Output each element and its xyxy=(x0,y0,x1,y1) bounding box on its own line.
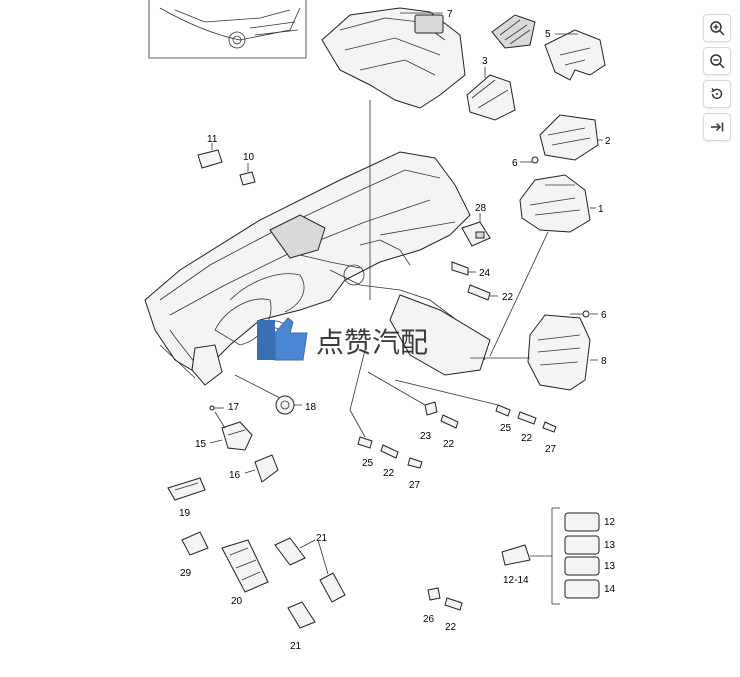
callout-21a: 21 xyxy=(316,533,328,544)
part-4 xyxy=(491,14,536,49)
callout-8: 8 xyxy=(601,356,607,367)
part-15 xyxy=(209,411,253,451)
zoom-out-button[interactable] xyxy=(703,47,731,75)
callout-15: 15 xyxy=(195,439,207,450)
part-16 xyxy=(244,454,279,483)
callout-25a: 25 xyxy=(500,423,512,434)
part-20 xyxy=(221,539,269,593)
part-7 xyxy=(321,7,466,109)
callout-13a: 13 xyxy=(604,540,616,551)
callout-22a: 22 xyxy=(502,292,514,303)
part-24 xyxy=(451,261,476,276)
callout-6a: 6 xyxy=(512,158,518,169)
watermark-text: 点赞汽配 xyxy=(316,326,428,359)
arrow-right-to-bar-icon xyxy=(711,122,724,132)
rotate-button[interactable] xyxy=(703,80,731,108)
fasteners xyxy=(349,100,557,611)
callout-1: 1 xyxy=(598,204,604,215)
callout-24: 24 xyxy=(479,268,491,279)
callout-29: 29 xyxy=(180,568,192,579)
part-29 xyxy=(181,531,209,556)
callout-27b: 27 xyxy=(409,480,421,491)
callout-23: 23 xyxy=(420,431,432,442)
part-19 xyxy=(167,477,206,501)
part-21 xyxy=(274,537,346,629)
callout-21b: 21 xyxy=(290,641,302,652)
part-28 xyxy=(461,213,491,247)
part-5 xyxy=(544,29,606,81)
part-2 xyxy=(539,114,603,161)
callout-labels: 7 5 3 2 6 1 28 24 22 6 8 11 10 17 18 15 … xyxy=(179,9,616,652)
rotate-icon xyxy=(711,88,723,100)
callout-22e: 22 xyxy=(445,622,457,633)
zoom-in-icon xyxy=(710,21,725,36)
callout-2: 2 xyxy=(605,136,611,147)
part-22-center xyxy=(467,284,498,301)
next-button[interactable] xyxy=(703,113,731,141)
part-6-screws xyxy=(520,156,598,318)
watermark: 点赞汽配 xyxy=(257,317,428,361)
callout-22c: 22 xyxy=(521,433,533,444)
part-10 xyxy=(239,163,256,186)
callout-11: 11 xyxy=(207,134,218,145)
callout-14: 14 xyxy=(604,584,616,595)
viewer-toolbar xyxy=(703,14,733,146)
callout-22d: 22 xyxy=(383,468,395,479)
callout-3: 3 xyxy=(482,56,488,67)
callout-5: 5 xyxy=(545,29,551,40)
callout-19: 19 xyxy=(179,508,191,519)
callout-10: 10 xyxy=(243,152,255,163)
callout-28: 28 xyxy=(475,203,487,214)
zoom-out-icon xyxy=(710,54,725,69)
callout-22b: 22 xyxy=(443,439,455,450)
callout-26: 26 xyxy=(423,614,435,625)
callout-13b: 13 xyxy=(604,561,616,572)
callout-25b: 25 xyxy=(362,458,374,469)
part-11 xyxy=(197,143,223,169)
callout-12-14: 12-14 xyxy=(503,575,529,586)
zoom-in-button[interactable] xyxy=(703,14,731,42)
callout-17: 17 xyxy=(228,402,240,413)
part-3 xyxy=(466,67,516,121)
part-18 xyxy=(234,374,302,415)
part-12-14-group xyxy=(501,507,600,605)
callout-18: 18 xyxy=(305,402,317,413)
part-17 xyxy=(209,405,224,411)
callout-20: 20 xyxy=(231,596,243,607)
part-1 xyxy=(489,174,596,357)
part-8 xyxy=(470,314,598,391)
callout-16: 16 xyxy=(229,470,241,481)
callout-12: 12 xyxy=(604,517,616,528)
vehicle-inset xyxy=(148,0,307,59)
callout-7: 7 xyxy=(447,9,453,20)
callout-6b: 6 xyxy=(601,310,607,321)
callout-27a: 27 xyxy=(545,444,557,455)
